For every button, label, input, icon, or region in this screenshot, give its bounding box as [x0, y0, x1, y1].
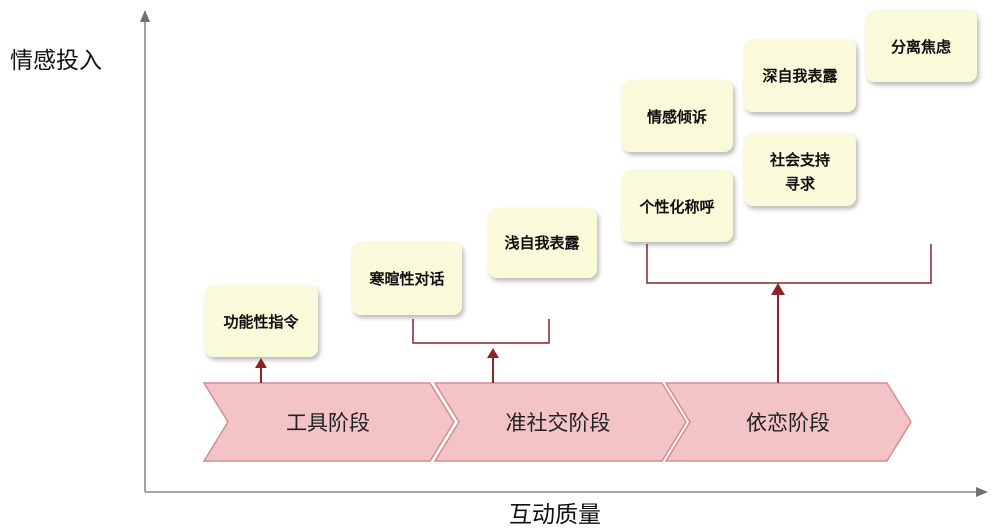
- stage-label-tool: 工具阶段: [286, 411, 370, 435]
- card-shallow-self-disclosure: 浅自我表露: [488, 208, 597, 278]
- bracket-attachment: [646, 244, 932, 284]
- card-personalized-address-label: 个性化称呼: [638, 198, 714, 216]
- card-social-support-seeking: 社会支持 寻求: [744, 133, 856, 206]
- card-greeting-conversation: 寒暄性对话: [352, 242, 462, 315]
- card-personalized-address: 个性化称呼: [622, 170, 733, 242]
- card-separation-anxiety-label: 分离焦虑: [891, 38, 951, 56]
- arrowhead-attachment: [771, 283, 785, 295]
- card-functional-command-label: 功能性指令: [223, 313, 299, 331]
- card-shallow-self-disclosure-label: 浅自我表露: [504, 234, 580, 252]
- card-emotional-confiding-label: 情感倾诉: [647, 108, 707, 126]
- stage-chevron-tool: 工具阶段: [202, 382, 455, 462]
- stage-chevron-attachment: 依恋阶段: [664, 382, 912, 462]
- arrowhead-tool: [255, 358, 267, 368]
- card-functional-command: 功能性指令: [205, 285, 318, 357]
- card-deep-self-disclosure-label: 深自我表露: [762, 67, 838, 85]
- card-deep-self-disclosure: 深自我表露: [744, 39, 856, 112]
- card-emotional-confiding: 情感倾诉: [622, 80, 733, 152]
- card-social-support-label: 社会支持: [769, 151, 830, 169]
- y-axis-label: 情感投入: [10, 48, 102, 74]
- card-greeting-conversation-label: 寒暄性对话: [369, 270, 444, 288]
- arrowhead-parasocial: [487, 348, 499, 358]
- stage-label-attachment: 依恋阶段: [746, 411, 830, 435]
- bracket-parasocial: [412, 319, 550, 344]
- x-axis-label: 互动质量: [509, 502, 601, 528]
- card-separation-anxiety: 分离焦虑: [866, 10, 977, 82]
- stage-label-parasocial: 准社交阶段: [506, 411, 611, 435]
- card-seeking-label: 寻求: [785, 175, 816, 193]
- stage-chevron-parasocial: 准社交阶段: [433, 382, 687, 462]
